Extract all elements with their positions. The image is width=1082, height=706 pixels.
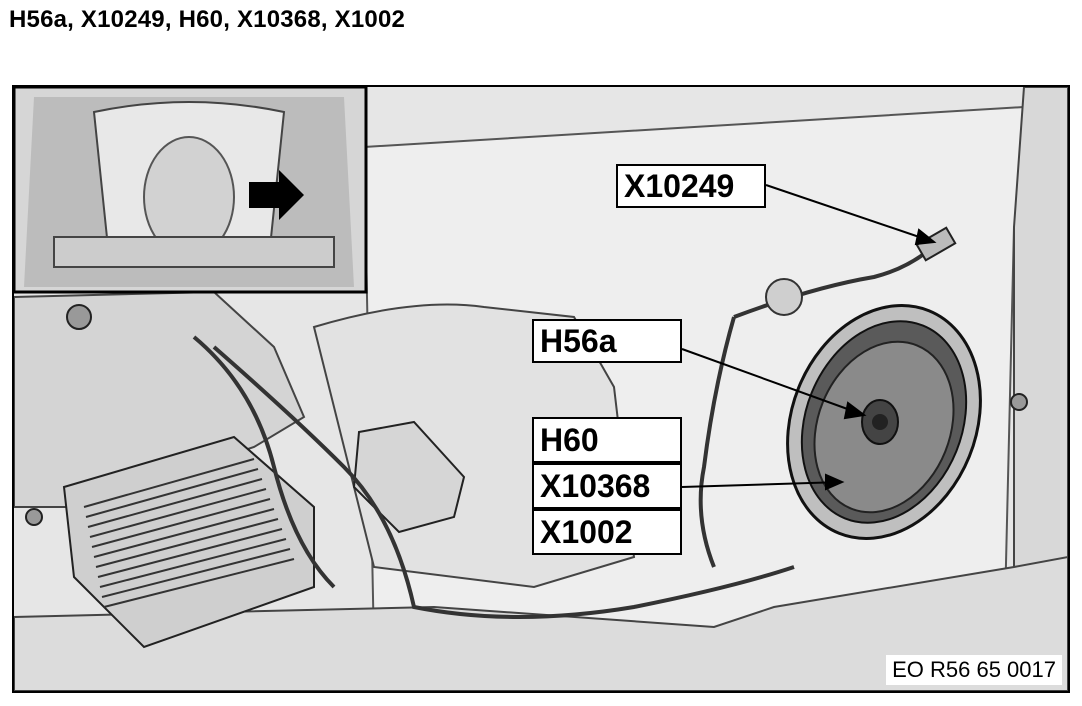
amplifier-drawing <box>62 435 315 649</box>
component-location-figure: X10249 H56a H60 X10368 X1002 EO R56 65 0… <box>12 85 1070 693</box>
page-title: H56a, X10249, H60, X10368, X1002 <box>9 6 406 33</box>
callout-x10249: X10249 <box>616 164 766 208</box>
callout-h56a: H56a <box>532 319 682 363</box>
callout-x10368: X10368 <box>532 463 682 509</box>
callout-leader-lines <box>681 184 937 491</box>
vehicle-interior-illustration <box>14 87 1068 691</box>
callout-h60: H60 <box>532 417 682 463</box>
vehicle-rear-inset <box>14 87 368 294</box>
location-arrow-icon <box>249 170 304 220</box>
callout-x1002: X1002 <box>532 509 682 555</box>
figure-reference-code: EO R56 65 0017 <box>886 655 1062 685</box>
